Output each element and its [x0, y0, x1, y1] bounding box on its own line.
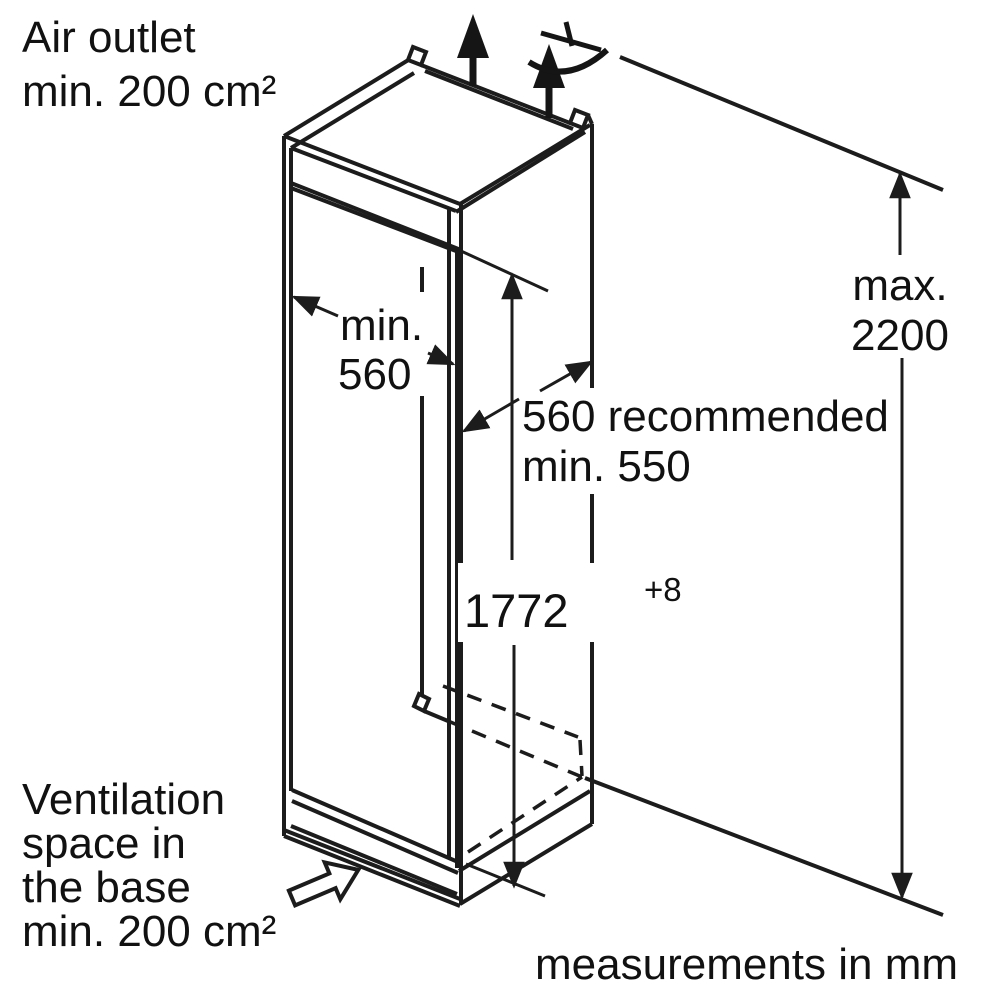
overall-height-text: max. 2200 [851, 261, 949, 360]
ventilation-label: Ventilation space in the base min. 200 c… [22, 775, 276, 956]
units-note: measurements in mm [535, 940, 958, 989]
ventilation-label-line2: space in [22, 819, 186, 868]
niche-height-text: 1772 +8 [464, 571, 682, 637]
floor-slot-tab [411, 691, 432, 714]
top-slot-left-tab [405, 44, 429, 68]
hidden-base-edges [442, 684, 584, 854]
air-flow-curve-icon [527, 21, 610, 75]
air-up-arrow-icon [533, 44, 565, 118]
niche-depth-text: 560 recommended min. 550 [522, 392, 889, 491]
air-outlet-label-line1: Air outlet [22, 13, 196, 62]
niche-width-line1: min. [340, 301, 423, 350]
niche-height-tolerance: +8 [644, 571, 682, 608]
overall-height-line1: max. [852, 261, 947, 310]
top-slot-right-tab [567, 107, 591, 131]
air-up-arrow-icon [457, 14, 489, 86]
overall-height-dimension [889, 171, 913, 900]
ventilation-inflow-arrow-icon [286, 859, 362, 908]
furniture-top-reference-line [619, 55, 944, 192]
cabinet-outline [282, 44, 944, 917]
niche-depth-line2: min. 550 [522, 442, 691, 491]
niche-width-line2: 560 [338, 350, 411, 399]
niche-depth-line1: 560 recommended [522, 392, 889, 441]
niche-width-text: min. 560 [338, 301, 423, 399]
overall-height-line2: 2200 [851, 311, 949, 360]
niche-width-dimension [291, 295, 456, 366]
ventilation-label-line1: Ventilation [22, 775, 225, 824]
air-outlet-label: Air outlet min. 200 cm² [22, 13, 276, 116]
niche-height-dimension [501, 272, 525, 889]
ventilation-label-line4: min. 200 cm² [22, 907, 276, 956]
niche-depth-dimension [461, 360, 594, 433]
ventilation-label-line3: the base [22, 863, 191, 912]
air-outlet-label-line2: min. 200 cm² [22, 67, 276, 116]
niche-height-value: 1772 [464, 584, 569, 637]
floor-reference-line [584, 776, 944, 917]
